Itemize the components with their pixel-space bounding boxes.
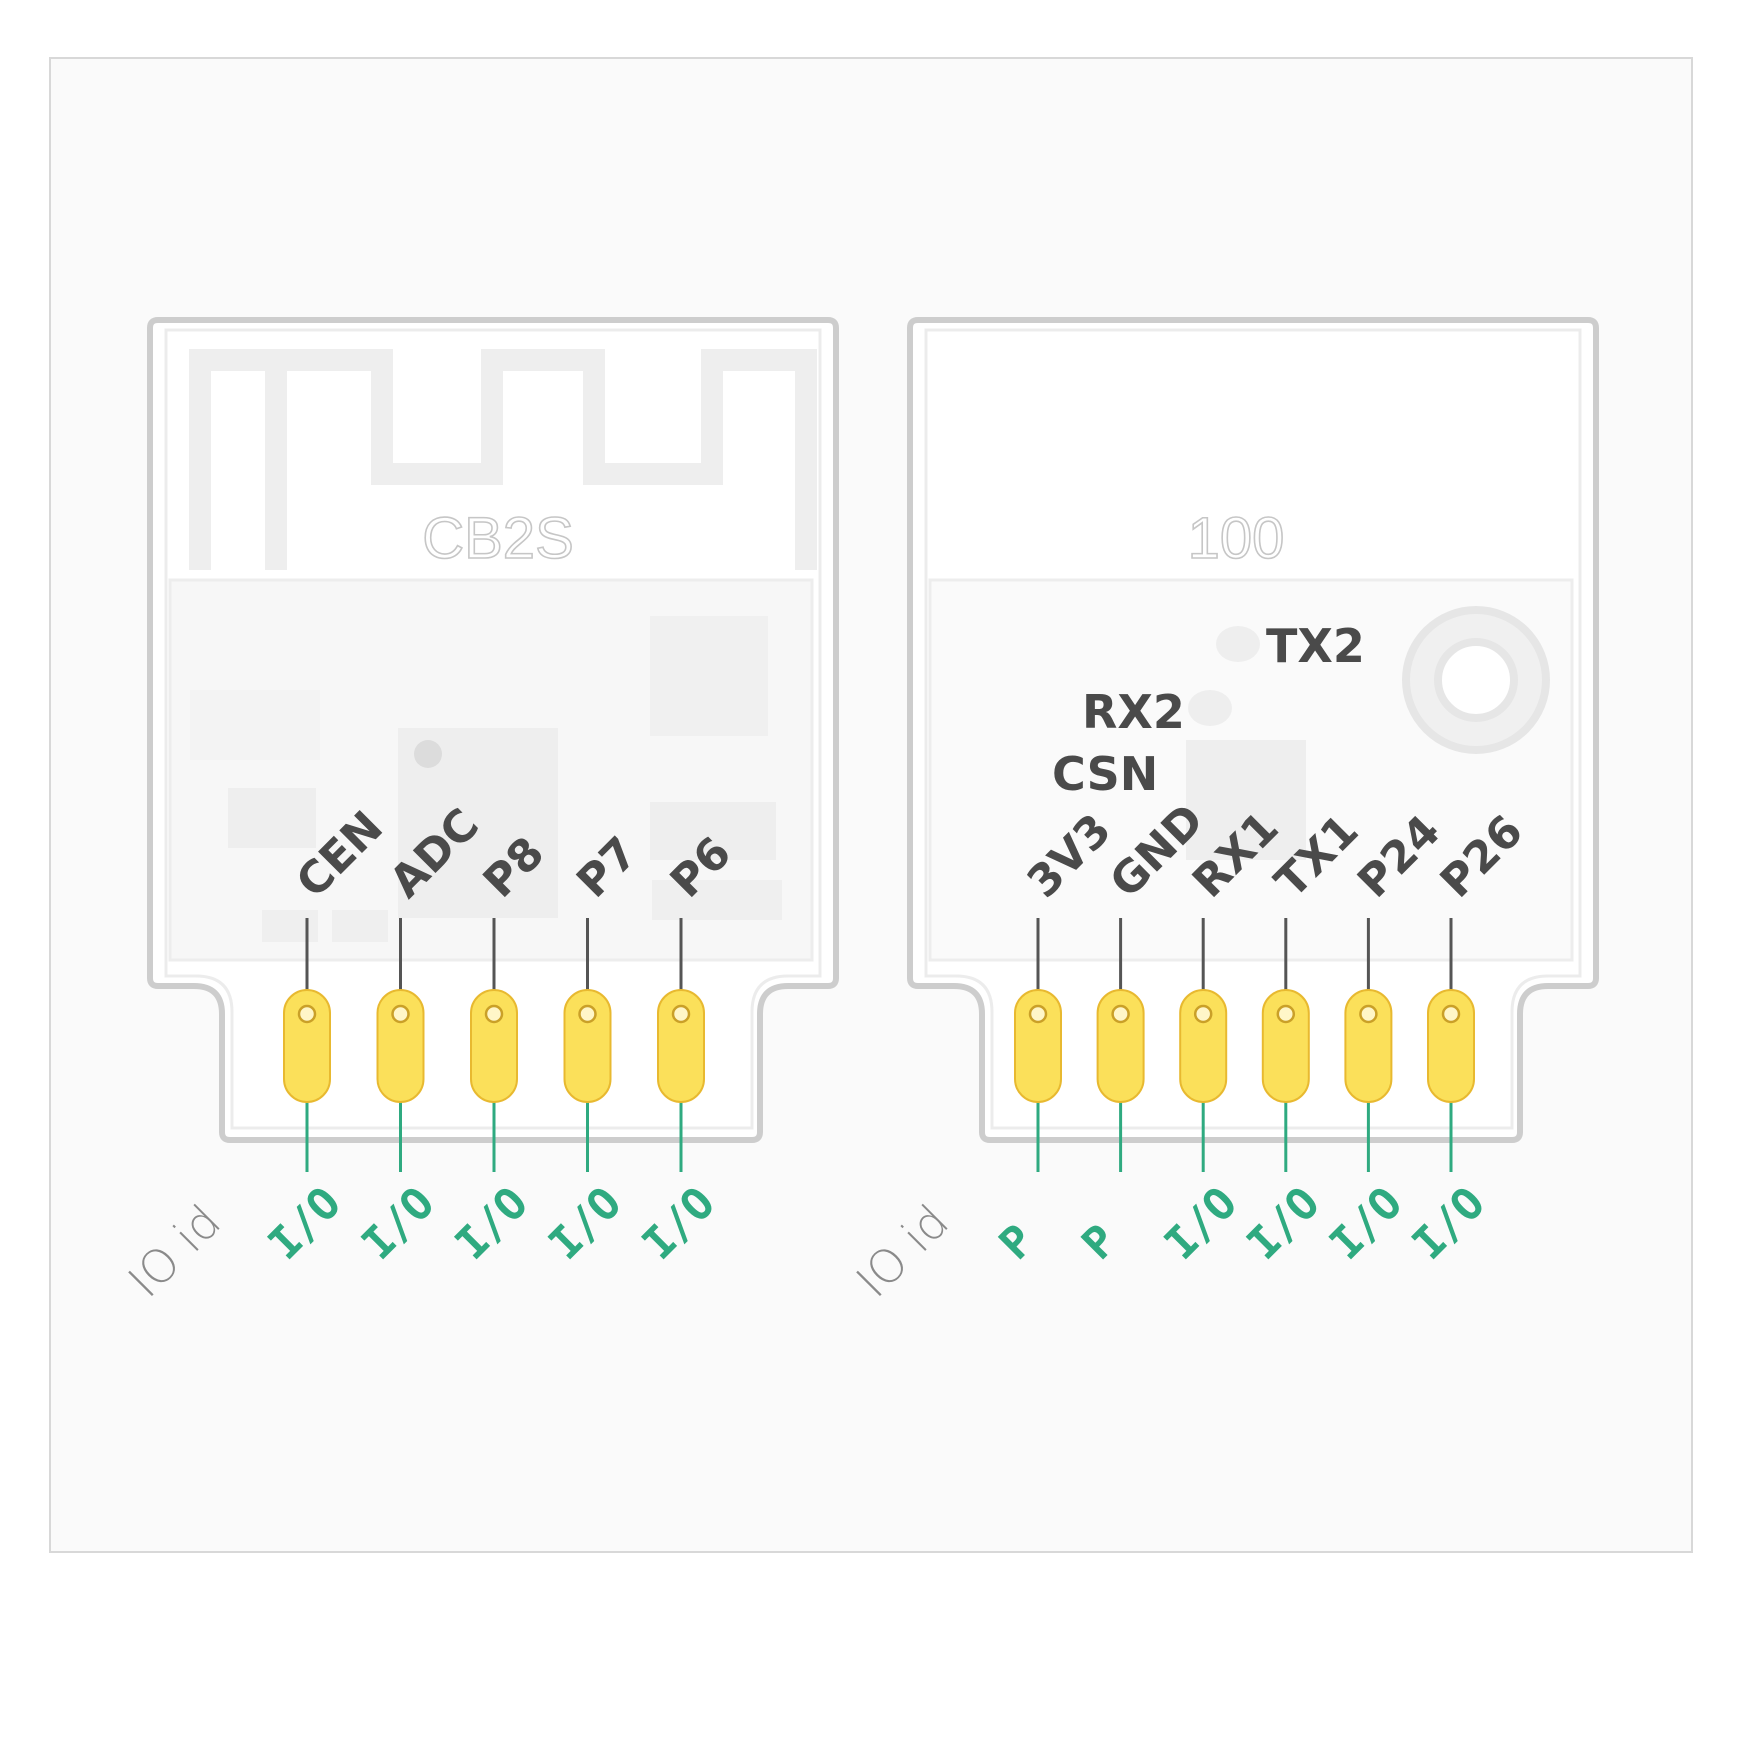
- pin-hole: [1028, 1004, 1048, 1024]
- pin-hole: [484, 1004, 504, 1024]
- pin-hole: [1276, 1004, 1296, 1024]
- pin-pad: [1344, 989, 1393, 1103]
- pcb-antenna-trace: [189, 349, 817, 570]
- module-name: CB2S: [422, 506, 574, 571]
- pad-label-tx2: TX2: [1266, 619, 1365, 673]
- pin-hole: [1111, 1004, 1130, 1024]
- pin-pad: [283, 989, 331, 1103]
- ic-chip: [1186, 740, 1306, 860]
- pin-pad: [470, 989, 518, 1103]
- module-100-outline-inner: [924, 328, 1582, 1130]
- pad-label-rx2: RX2: [1082, 685, 1185, 739]
- pad-tx2-dot: [1216, 626, 1260, 662]
- smd-component: [228, 788, 316, 848]
- pin-pad: [1261, 989, 1310, 1103]
- smd-component: [190, 690, 320, 760]
- pin-hole: [578, 1004, 597, 1024]
- pin-hole: [671, 1004, 691, 1024]
- pin-hole: [1359, 1004, 1378, 1024]
- pin-hole: [1441, 1004, 1461, 1024]
- module-name: 100: [1188, 506, 1285, 571]
- pin-hole: [391, 1004, 410, 1024]
- pin-pad: [1014, 989, 1062, 1103]
- ic-chip-dot: [414, 740, 442, 768]
- pad-rx2-dot: [1188, 690, 1232, 726]
- pin-pad: [1179, 989, 1228, 1103]
- mounting-hole-inner: [1434, 638, 1518, 722]
- module-100: 100 TX2 RX2 CSN 3V3PGNDPRX1I/OTX1I/OP24I…: [846, 317, 1599, 1308]
- smd-component: [650, 802, 776, 860]
- module-cb2s-outline-inner: [164, 328, 822, 1130]
- pin-pad: [1427, 989, 1475, 1103]
- pin-hole: [297, 1004, 317, 1024]
- pad-label-csn: CSN: [1052, 747, 1158, 801]
- pin-pad: [657, 989, 705, 1103]
- pin-hole: [1193, 1004, 1213, 1024]
- smd-component: [650, 616, 768, 736]
- pin-pad: [376, 989, 425, 1103]
- pin-pad: [563, 989, 612, 1103]
- pin-pad: [1096, 989, 1145, 1103]
- smd-component: [332, 910, 388, 942]
- smd-component: [652, 880, 782, 920]
- smd-component: [262, 910, 318, 942]
